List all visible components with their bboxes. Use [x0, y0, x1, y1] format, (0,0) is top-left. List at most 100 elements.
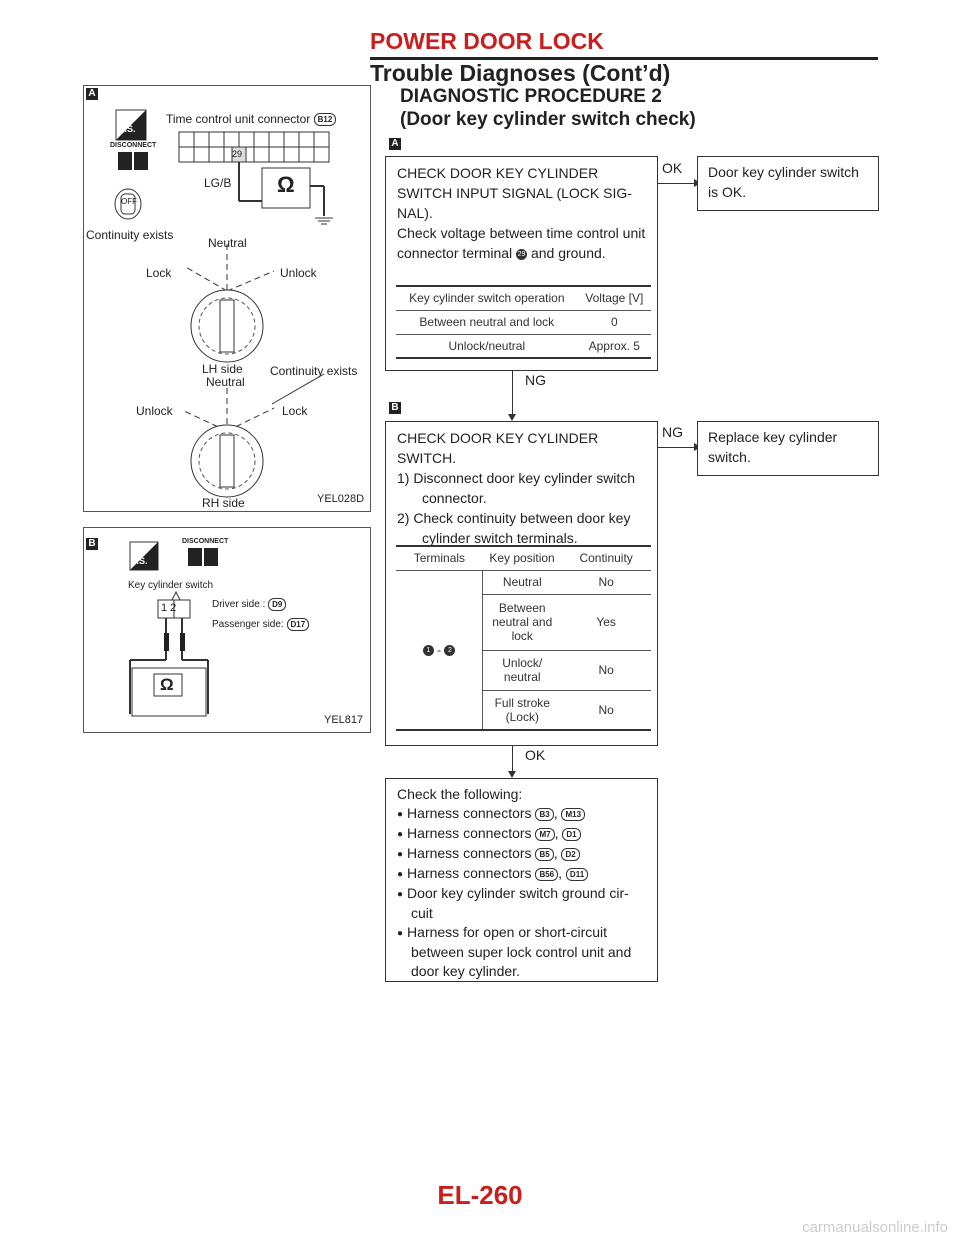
fig-b-driver-row: Driver side : D9 — [212, 598, 287, 611]
connector-label-text: Time control unit connector — [166, 112, 311, 126]
step-b-ng-label: NG — [662, 424, 683, 440]
conn-badge-b56: B56 — [535, 867, 559, 881]
step-c-box: Check the following: Harness connectors … — [385, 778, 658, 982]
step-b-item1b: connector. — [422, 490, 487, 506]
figure-b: B T.S. DISCONNECT Key cyl — [83, 527, 371, 733]
step-a-text-end: and ground. — [530, 245, 606, 261]
conn-badge-d11: D11 — [565, 867, 589, 881]
fig-b-ts-label: T.S. — [132, 556, 148, 566]
step-b-box: CHECK DOOR KEY CYLINDER SWITCH. 1) Disco… — [385, 421, 658, 746]
figure-b-drawing — [129, 541, 218, 717]
lh-side-label: LH side — [202, 362, 243, 376]
step-b-text: CHECK DOOR KEY CYLINDER SWITCH. 1) Disco… — [397, 428, 657, 548]
fig-b-disconnect-label: DISCONNECT — [182, 538, 229, 545]
cont-th-0: Terminals — [396, 546, 483, 571]
page-subtitle: Trouble Diagnoses (Cont’d) — [370, 60, 671, 86]
step-b-marker-icon: B — [389, 402, 401, 414]
step-a-ng-line — [512, 371, 513, 416]
voltage-th-1: Voltage [V] — [577, 286, 651, 311]
probe-wires — [238, 162, 333, 225]
header-rule — [370, 57, 878, 60]
wire-label: LG/B — [204, 176, 232, 190]
step-c-item-3-text: Harness connectors — [407, 865, 532, 881]
step-b-ng-result-text: Replace key cylinder switch. — [708, 429, 838, 465]
cont-cell-3-0: Full stroke (Lock) — [482, 690, 562, 731]
step-b-item2b: cylinder switch terminals. — [422, 530, 578, 546]
step-a-ok-line — [658, 183, 695, 184]
terminal-1-badge: 1 — [422, 645, 434, 657]
step-c-text: Check the following: Harness connectors … — [397, 785, 657, 981]
conn-badge-b5: B5 — [535, 847, 554, 861]
continuity-label-1: Continuity exists — [86, 228, 174, 242]
marker-b-icon: B — [86, 538, 98, 550]
procedure-title-line1: DIAGNOSTIC PROCEDURE 2 — [400, 86, 662, 107]
switch-connector-b — [129, 590, 209, 717]
step-c-item-5b: between super lock control unit and — [411, 944, 632, 960]
conn-badge-d2: D2 — [561, 847, 580, 861]
step-a-text-main: CHECK DOOR KEY CYLINDER SWITCH INPUT SIG… — [397, 165, 646, 261]
step-b-ok-line — [512, 746, 513, 772]
voltage-cell-0-1: 0 — [577, 310, 651, 335]
step-b-ng-line — [658, 447, 695, 448]
step-a-ok-label: OK — [662, 160, 683, 176]
marker-a-icon: A — [86, 88, 98, 100]
conn-badge-b3: B3 — [535, 807, 554, 821]
fig-a-connector-label: Time control unit connector B12 — [166, 112, 337, 127]
key-cylinder-switch-label: Key cylinder switch — [128, 580, 214, 591]
conn-badge-d1: D1 — [562, 827, 581, 841]
cont-cell-1-1: Yes — [561, 594, 651, 651]
terminal-2-badge: 2 — [444, 645, 456, 657]
figure-b-code: YEL817 — [324, 714, 364, 726]
step-a-ok-result: Door key cylinder switch is OK. — [697, 156, 879, 211]
conn-badge-m7: M7 — [535, 827, 555, 841]
connector-pins: 1 2 — [161, 602, 177, 614]
continuity-label-2: Continuity exists — [270, 364, 358, 378]
cont-cell-2-0: Unlock/ neutral — [482, 650, 562, 691]
lh-switch-diagram — [183, 244, 275, 363]
fig-a-ts-label: T.S. — [120, 124, 136, 134]
procedure-title: DIAGNOSTIC PROCEDURE 2 (Door key cylinde… — [400, 85, 696, 131]
conn-badge-m13: M13 — [561, 807, 586, 821]
lock-label-1: Lock — [146, 266, 172, 280]
unlock-label-2: Unlock — [136, 404, 173, 418]
cont-cell-3-1: No — [561, 690, 651, 731]
step-b-ok-arrow-icon — [508, 771, 516, 778]
voltage-cell-1-1: Approx. 5 — [577, 334, 651, 359]
cont-cell-1-0: Between neutral and lock — [482, 594, 562, 651]
figure-a-code: YEL028D — [317, 493, 365, 505]
neutral-label-1: Neutral — [208, 236, 247, 250]
time-control-connector — [178, 131, 330, 163]
ohmmeter-icon-b: Ω — [160, 675, 174, 694]
step-c-item-5: Harness for open or short-circuit — [397, 923, 657, 943]
cont-cell-0-1: No — [561, 570, 651, 595]
unlock-label-1: Unlock — [280, 266, 317, 280]
cont-cell-2-1: No — [561, 650, 651, 691]
terminal-sep: - — [437, 642, 442, 657]
step-c-item-5c: door key cylinder. — [411, 963, 520, 979]
lock-label-2: Lock — [282, 404, 308, 418]
step-a-ok-result-text: Door key cylinder switch is OK. — [708, 164, 859, 200]
driver-side-label: Driver side : — [212, 599, 266, 611]
rh-switch-diagram — [183, 373, 325, 498]
step-a-marker-icon: A — [389, 138, 401, 150]
connector-id-badge: B12 — [313, 113, 337, 127]
step-c-item-0-text: Harness connectors — [407, 805, 532, 821]
cont-cell-0-0: Neutral — [482, 570, 562, 595]
passenger-side-label: Passenger side: — [212, 619, 284, 631]
step-c-item-1-comma: , — [554, 825, 559, 841]
figure-a: A — [83, 85, 371, 512]
step-b-ng-result: Replace key cylinder switch. — [697, 421, 879, 476]
cont-th-2: Continuity — [561, 546, 651, 571]
voltage-th-0: Key cylinder switch operation — [396, 286, 578, 311]
neutral-label-2: Neutral — [206, 375, 245, 389]
cont-terminals-cell: 1 - 2 — [396, 570, 484, 731]
fig-b-passenger-row: Passenger side: D17 — [212, 618, 310, 631]
step-c-item-1-text: Harness connectors — [407, 825, 532, 841]
step-c-intro: Check the following: — [397, 786, 523, 802]
voltage-cell-1-0: Unlock/neutral — [396, 334, 578, 359]
continuity-table: Terminals Key position Continuity 1 - 2 … — [396, 545, 651, 731]
passenger-connector-badge: D17 — [286, 618, 310, 631]
step-c-item-0: Harness connectors B3, M13 — [397, 804, 657, 824]
page-number: EL-260 — [437, 1180, 523, 1210]
voltage-table: Key cylinder switch operation Voltage [V… — [396, 285, 651, 359]
